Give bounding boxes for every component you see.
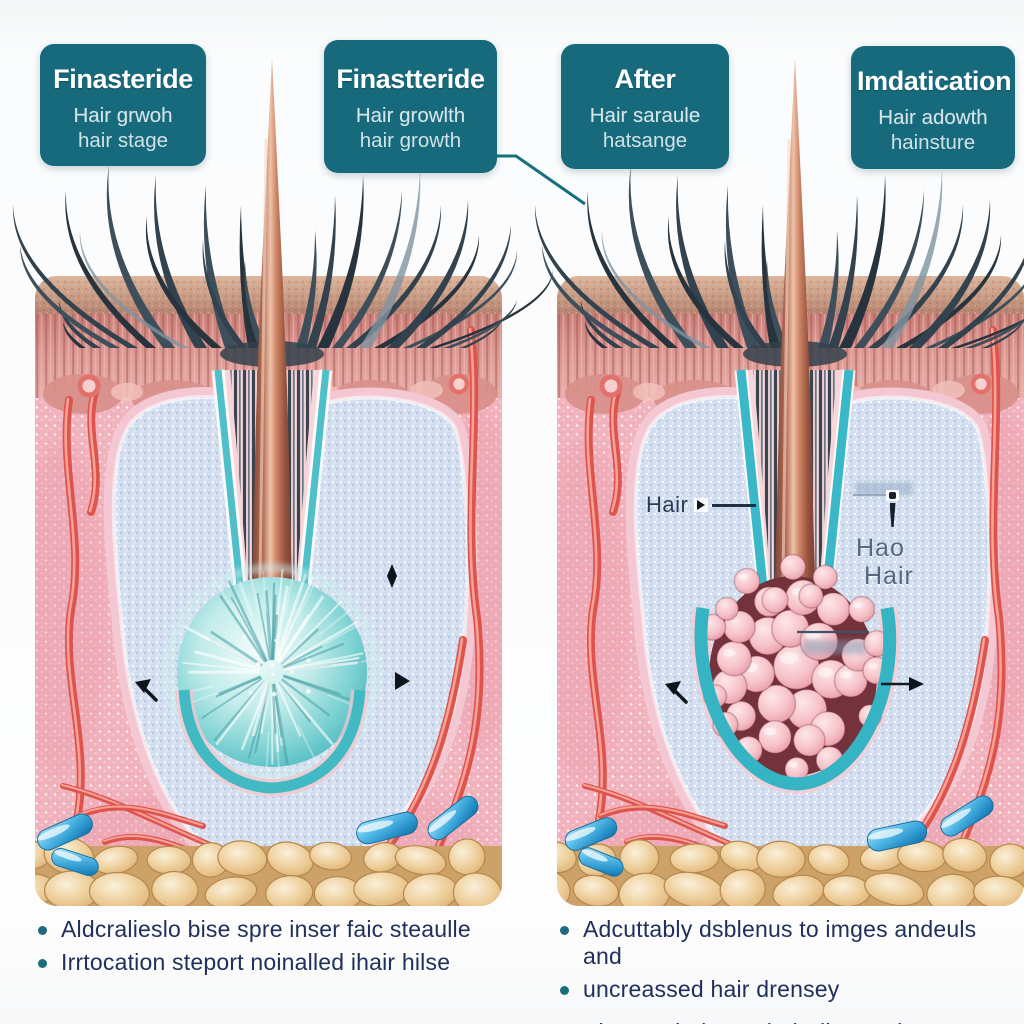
- panel-before: [12, 58, 554, 906]
- pill-capsule: [866, 820, 928, 852]
- pill-capsule: [578, 847, 624, 877]
- ghost-text-smudge: [803, 640, 865, 654]
- hao-hair-annotation: Hao Hair: [856, 534, 914, 590]
- pill-capsule: [940, 795, 994, 837]
- pill-capsule: [356, 811, 418, 845]
- hao-annotation-line2: Hair: [864, 562, 914, 590]
- label-box-finasteride-1: Finasteride Hair grwoh hair stage: [40, 44, 206, 166]
- diamond-mark-icon: [387, 564, 397, 588]
- foreground: [534, 58, 1024, 795]
- hair-bulb-pink: [691, 553, 900, 795]
- hao-annotation-line1: Hao: [856, 534, 905, 562]
- bullet-text: Irrtocation steport noinalled ihair hils…: [61, 949, 451, 975]
- canal-teal-outline: [736, 369, 770, 607]
- label-box-indication: Imdatication Hair adowth hainsture: [851, 46, 1015, 169]
- bullet-text: uncreassed hair drensey: [583, 976, 840, 1002]
- pill-capsule: [564, 817, 618, 851]
- bullet-dot: [560, 986, 569, 995]
- panel-after: [534, 58, 1024, 906]
- bullet-text: Adcuttably dsblenus to imges andeuls and: [583, 916, 977, 969]
- label-subtitle: Hair adowth: [878, 106, 988, 129]
- hair-bulb-teal: [163, 563, 382, 798]
- caret-icon: [694, 498, 709, 512]
- label-subtitle: Hair saraule: [589, 104, 701, 127]
- arrow-mark-icon: [135, 679, 158, 702]
- pill-capsule: [427, 795, 479, 841]
- label-connector-line: [494, 154, 586, 206]
- bullet-dot: [38, 959, 47, 968]
- hair-annotation: Hair: [646, 492, 757, 518]
- hair-annotation-text: Hair: [646, 492, 689, 517]
- label-title: Imdatication: [857, 66, 1012, 96]
- gland-loop: [970, 373, 992, 395]
- label-subtitle: hair growth: [359, 128, 462, 152]
- ghost-text-smudge: [855, 482, 913, 495]
- bullet-list-right: Adcuttably dsblenus to imges andeuls and…: [560, 916, 1020, 1024]
- bullet-dot: [560, 926, 569, 935]
- label-title: Finastteride: [336, 64, 485, 94]
- hair-strands: [534, 165, 1024, 348]
- triangle-mark-icon: [909, 677, 924, 691]
- label-title: After: [614, 64, 676, 94]
- label-subtitle: hair stage: [77, 128, 169, 152]
- label-subtitle: Hair growlth: [355, 104, 466, 127]
- foreground: [12, 58, 554, 798]
- list-item: uncreassed hair drensey: [560, 976, 1020, 1003]
- bulb-cup: [178, 689, 366, 794]
- pill-capsule: [51, 847, 99, 877]
- bullet-dot: [38, 926, 47, 935]
- label-box-finasteride-2: Finastteride Hair growlth hair growth: [324, 40, 497, 173]
- label-title: Finasteride: [53, 64, 193, 94]
- bullet-text: Elnpeasded attur hair dinegerth: [583, 1019, 910, 1024]
- triangle-mark-icon: [395, 672, 410, 690]
- list-item: Irrtocation steport noinalled ihair hils…: [38, 949, 518, 976]
- gland-loop: [77, 374, 101, 398]
- label-subtitle: Hair grwoh: [73, 104, 173, 127]
- pointer-line: [712, 503, 757, 507]
- label-subtitle: hainsture: [890, 130, 976, 154]
- list-item: Adcuttably dsblenus to imges andeuls and: [560, 916, 1020, 970]
- cursor-icon: [886, 490, 899, 527]
- pill-capsule: [37, 813, 93, 851]
- list-item: Aldcralieslo bise spre inser faic steaul…: [38, 916, 518, 943]
- arrow-mark-icon: [665, 681, 688, 704]
- gland-loop: [599, 374, 623, 398]
- bullet-text: Aldcralieslo bise spre inser faic steaul…: [61, 916, 471, 942]
- bullet-list-left: Aldcralieslo bise spre inser faic steaul…: [38, 916, 518, 982]
- label-box-after: After Hair saraule hatsange: [561, 44, 729, 169]
- gland-loop: [448, 373, 470, 395]
- hair-strands: [12, 165, 554, 348]
- list-item: Elnpeasded attur hair dinegerth: [560, 1019, 1020, 1024]
- label-subtitle: hatsange: [602, 128, 688, 152]
